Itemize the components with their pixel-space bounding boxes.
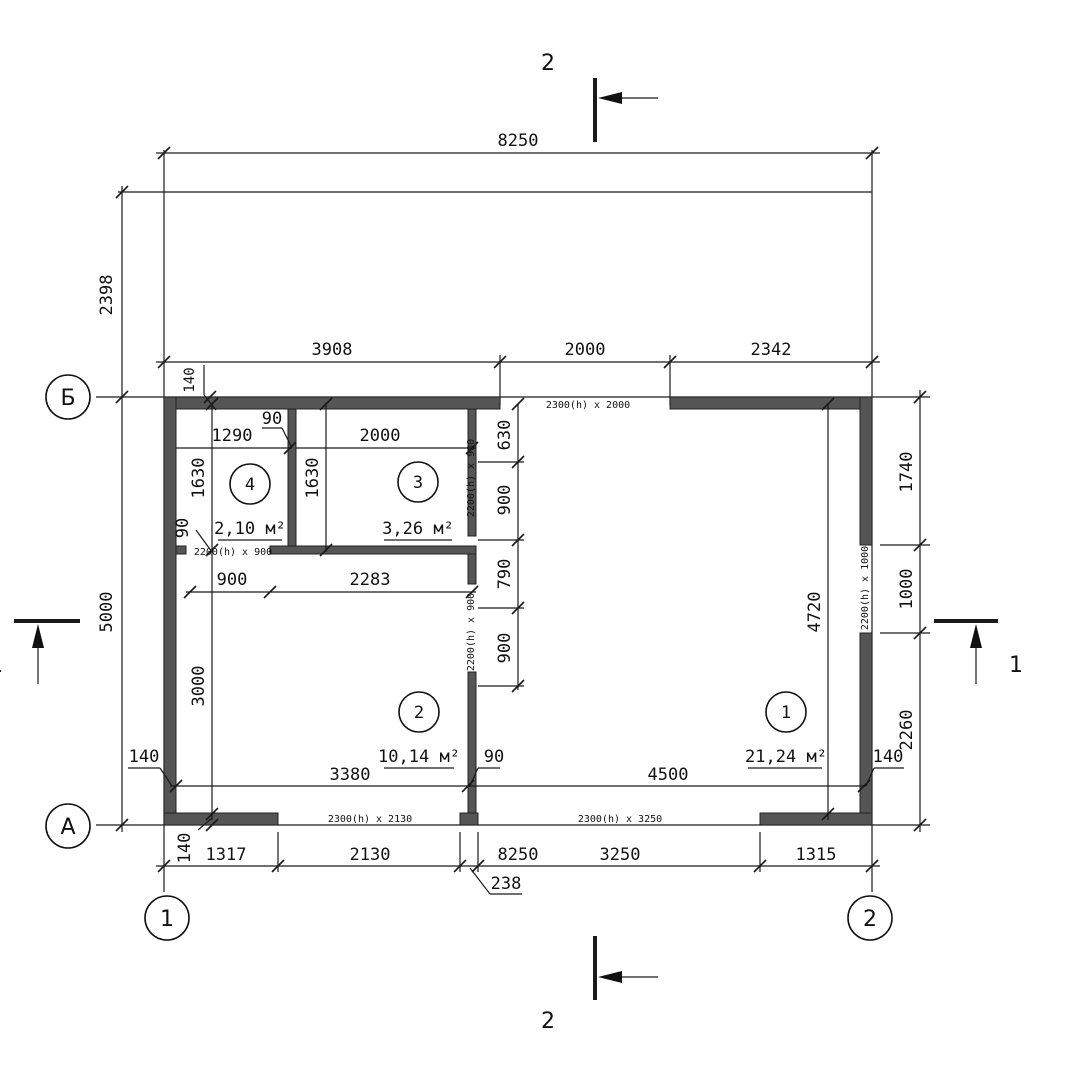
- axis-marker-b: Б: [45, 374, 91, 420]
- svg-text:2260: 2260: [897, 710, 917, 751]
- svg-text:630: 630: [495, 420, 515, 451]
- svg-text:2130: 2130: [350, 845, 391, 865]
- room-1: 1 21,24 м²: [745, 691, 827, 769]
- section-label-top: 2: [541, 51, 555, 76]
- svg-text:А: А: [60, 815, 75, 840]
- dim-left-height: 5000: [97, 592, 117, 633]
- opening-room2-door: 2200(h) x 900: [466, 593, 477, 671]
- dim-room3-height: 1630: [303, 397, 333, 557]
- svg-text:140: 140: [182, 367, 198, 392]
- svg-text:4500: 4500: [648, 765, 689, 785]
- svg-text:1: 1: [160, 907, 174, 932]
- dim-room4-height: 1630 3000: [189, 397, 219, 821]
- dim-overall-width: 8250: [156, 131, 880, 160]
- dim-room4-width: 1290 90: [176, 409, 297, 455]
- room-area: 2,10 м²: [214, 519, 286, 539]
- svg-text:1317: 1317: [206, 845, 247, 865]
- section-label-right: 1: [1009, 653, 1023, 678]
- room-number: 3: [413, 473, 423, 493]
- room-number: 2: [414, 703, 424, 723]
- opening-right-door: 2200(h) x 1000: [860, 546, 871, 630]
- svg-text:2398: 2398: [97, 275, 117, 316]
- dim-bottom-segments: 1317 2130 8250 3250 1315 238 140: [156, 817, 880, 895]
- svg-text:1740: 1740: [897, 452, 917, 493]
- dim-900-2283: 900 2283: [183, 570, 479, 599]
- room-area: 3,26 м²: [382, 519, 454, 539]
- opening-room4-door: 2200(h) x 900: [194, 547, 272, 558]
- axis-marker-2: 2: [847, 895, 893, 941]
- room-2: 2 10,14 м²: [378, 691, 460, 769]
- svg-text:790: 790: [495, 559, 515, 590]
- room-4: 4 2,10 м²: [214, 463, 286, 541]
- section-marker-left: 1: [0, 619, 80, 684]
- svg-text:2000: 2000: [565, 340, 606, 360]
- dim-wall-140-top: 140: [182, 365, 217, 411]
- svg-text:90: 90: [262, 409, 282, 429]
- svg-text:Б: Б: [60, 386, 75, 411]
- section-marker-right: 1: [934, 619, 1023, 684]
- svg-text:900: 900: [495, 485, 515, 516]
- opening-bottom-right: 2300(h) x 3250: [578, 814, 662, 825]
- svg-text:900: 900: [217, 570, 248, 590]
- dim-238: 238: [491, 874, 522, 894]
- section-marker-bottom: 2: [541, 936, 658, 1034]
- axis-marker-a: А: [45, 803, 91, 849]
- svg-text:2000: 2000: [360, 426, 401, 446]
- dim-140-left: 140: [129, 747, 160, 767]
- svg-text:3908: 3908: [312, 340, 353, 360]
- dim-room3-width: 2000: [296, 426, 479, 455]
- room-3: 3 3,26 м²: [382, 461, 454, 541]
- section-marker-top: 2: [541, 51, 658, 142]
- dim-140-right: 140: [873, 747, 904, 767]
- section-label-bottom: 2: [541, 1009, 555, 1034]
- axis-marker-1: 1: [144, 895, 190, 941]
- svg-text:900: 900: [495, 633, 515, 664]
- svg-text:1630: 1630: [189, 458, 209, 499]
- svg-text:3250: 3250: [600, 845, 641, 865]
- dim-140-bottom: 140: [175, 833, 195, 864]
- dim-middle-column: 630 900 790 900: [478, 397, 525, 693]
- dim-right-column: 1740 1000 2260: [880, 390, 930, 832]
- dim-room4-90: 90: [173, 518, 213, 553]
- dim-top-height: 2398 5000: [97, 185, 129, 832]
- walls: [163, 396, 873, 826]
- dim-90-r2: 90: [484, 747, 504, 767]
- svg-text:2: 2: [863, 907, 877, 932]
- svg-text:8250: 8250: [498, 845, 539, 865]
- section-label-left: 1: [0, 653, 3, 678]
- room-number: 4: [245, 475, 255, 495]
- svg-text:3380: 3380: [330, 765, 371, 785]
- dim-top-segments: 3908 2000 2342: [156, 340, 880, 369]
- dim-room-widths-bottom: 3380 4500 140 90 140: [128, 747, 904, 793]
- room-area: 10,14 м²: [378, 747, 460, 767]
- svg-text:90: 90: [173, 518, 193, 538]
- opening-room3-door: 2200(h) x 900: [466, 439, 477, 517]
- opening-bottom-left: 2300(h) x 2130: [328, 814, 412, 825]
- room-number: 1: [781, 703, 791, 723]
- svg-text:2342: 2342: [751, 340, 792, 360]
- svg-text:1290: 1290: [212, 426, 253, 446]
- svg-text:1315: 1315: [796, 845, 837, 865]
- room-area: 21,24 м²: [745, 747, 827, 767]
- dim-room1-height: 4720: [805, 397, 835, 821]
- svg-text:2283: 2283: [350, 570, 391, 590]
- opening-top: 2300(h) x 2000: [546, 400, 630, 411]
- svg-text:8250: 8250: [498, 131, 539, 151]
- dim-3000: 3000: [189, 666, 209, 707]
- opening-labels: 2300(h) x 2000 2200(h) x 900 2200(h) x 9…: [194, 400, 871, 825]
- svg-text:1630: 1630: [303, 458, 323, 499]
- svg-text:4720: 4720: [805, 592, 825, 633]
- svg-text:1000: 1000: [897, 569, 917, 610]
